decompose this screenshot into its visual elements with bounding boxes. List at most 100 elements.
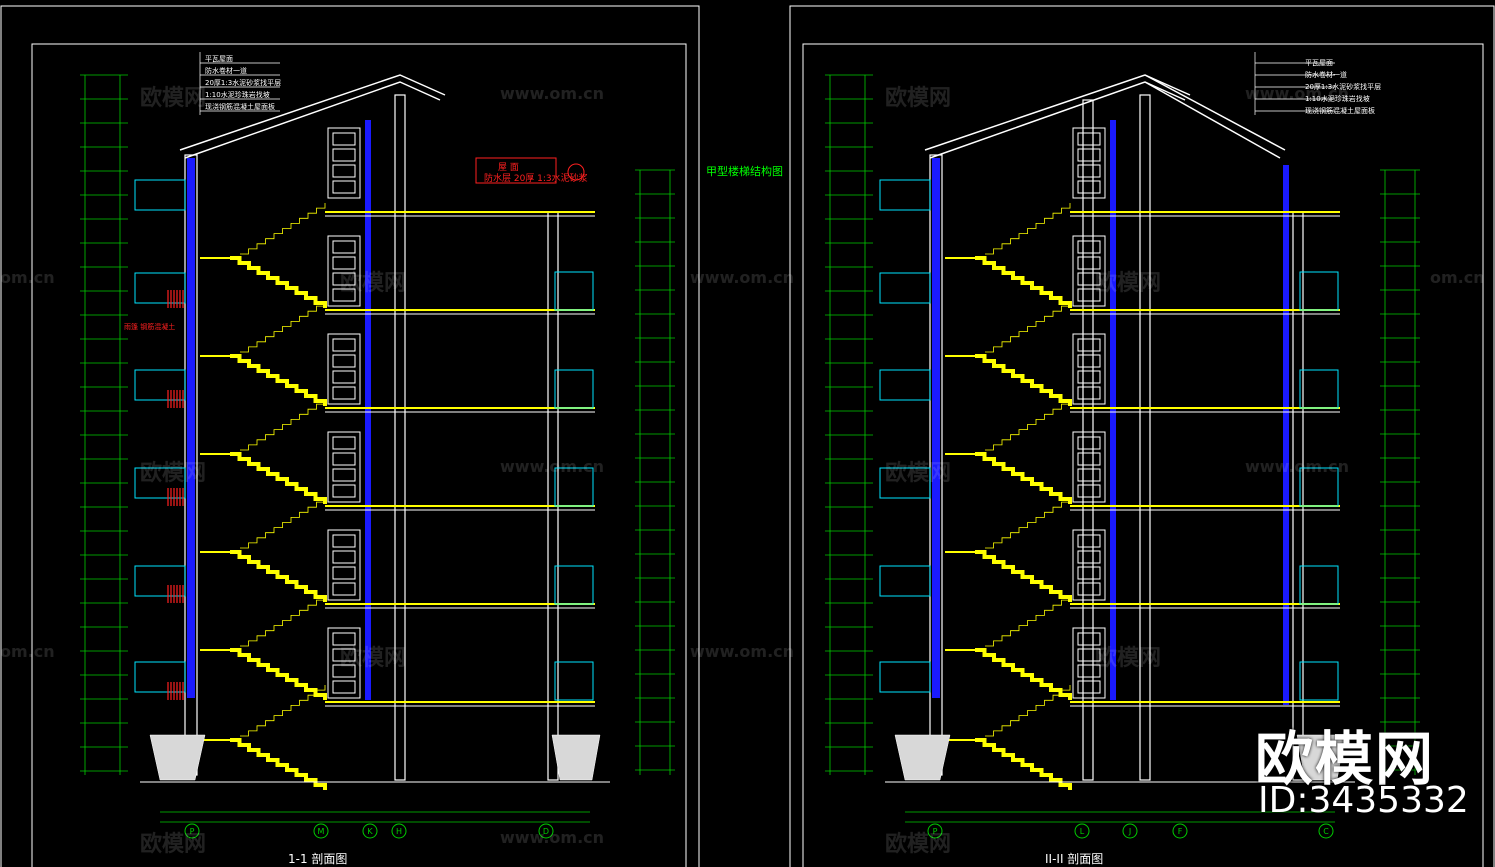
stair-flight — [230, 738, 327, 790]
stair-flight-outline — [985, 399, 1071, 451]
core-wall — [1139, 94, 1151, 781]
left-red-note-title: 屋 面 — [498, 163, 519, 173]
stair-flight-outline — [985, 685, 1071, 737]
stair-flight — [230, 550, 327, 602]
floor-slabs — [1070, 211, 1340, 703]
balcony — [554, 369, 594, 409]
door-panel — [1077, 132, 1101, 146]
door-panel — [1077, 240, 1101, 254]
door-panel — [332, 452, 356, 466]
balcony — [879, 272, 931, 304]
stair-flight-outline — [985, 301, 1071, 353]
door-panel — [1077, 370, 1101, 384]
window-strip — [1110, 120, 1116, 700]
balcony — [1299, 271, 1339, 311]
balcony — [879, 179, 931, 211]
door-panel — [332, 272, 356, 286]
stair-flight — [230, 452, 327, 504]
axis-bubble — [927, 823, 943, 839]
door-panel — [1077, 164, 1101, 178]
stair-flight — [975, 354, 1072, 406]
axis-label: P — [190, 827, 195, 836]
door — [1072, 529, 1106, 601]
door-panel — [1077, 256, 1101, 270]
axis-bubble — [184, 823, 200, 839]
stair-flight-outline — [240, 595, 326, 647]
door — [327, 127, 361, 199]
door-panel — [1077, 436, 1101, 450]
door-panel — [1077, 288, 1101, 302]
door-panel — [332, 468, 356, 482]
red-note-box — [475, 157, 557, 184]
balcony — [134, 272, 186, 304]
axis-bubble — [391, 823, 407, 839]
door — [327, 333, 361, 405]
balcony — [134, 369, 186, 401]
door-panel — [332, 534, 356, 548]
door-panel — [332, 386, 356, 400]
window-strip — [1283, 165, 1289, 705]
left-red-side-note: 雨篷 钢筋混凝土 — [124, 323, 176, 331]
stair-flight — [975, 452, 1072, 504]
door-panel — [1077, 566, 1101, 580]
roof-line — [179, 74, 446, 151]
door-panel — [1077, 354, 1101, 368]
door-panel — [1077, 632, 1101, 646]
foundations — [894, 734, 1346, 781]
stair-flight — [975, 256, 1072, 308]
core-wall-2 — [1082, 99, 1094, 781]
left-roof-note-5: 现浇钢筋混凝土屋面板 — [205, 103, 275, 111]
balcony — [134, 661, 186, 693]
axis-label: D — [543, 827, 549, 836]
balcony — [1299, 467, 1339, 507]
stair-flight-outline — [985, 497, 1071, 549]
dimension-lines — [80, 74, 675, 823]
door-panel — [1077, 484, 1101, 498]
door-panel — [1077, 338, 1101, 352]
balcony — [134, 467, 186, 499]
axis-bubble — [1074, 823, 1090, 839]
door — [1072, 127, 1106, 199]
door — [327, 431, 361, 503]
door-panel — [1077, 534, 1101, 548]
balcony — [554, 467, 594, 507]
door-panel — [332, 256, 356, 270]
door-panel — [332, 436, 356, 450]
door — [1072, 627, 1106, 699]
door-panel — [1077, 648, 1101, 662]
stair-flight-outline — [240, 203, 326, 255]
door-panel — [332, 566, 356, 580]
balcony — [1299, 565, 1339, 605]
door — [327, 627, 361, 699]
door-panel — [1077, 664, 1101, 678]
stairs — [945, 203, 1072, 790]
axis-label: K — [367, 827, 373, 836]
foundation — [551, 734, 601, 781]
stair-flight-outline — [985, 203, 1071, 255]
right-sheet-frame — [789, 5, 1495, 867]
left-section-drawing — [80, 52, 675, 823]
balcony — [134, 179, 186, 211]
window-strip — [365, 120, 371, 700]
stair-flight-outline — [240, 497, 326, 549]
balcony — [1299, 661, 1339, 701]
stair-flight — [975, 648, 1072, 700]
red-note-bubble — [567, 163, 585, 181]
balconies — [879, 179, 1339, 701]
right-roof-note-2: 防水卷材一道 — [1305, 71, 1347, 79]
door-panel — [1077, 582, 1101, 596]
window-strips — [932, 120, 1289, 705]
core-wall — [394, 94, 406, 781]
balcony — [879, 369, 931, 401]
foundation — [894, 734, 951, 781]
left-roof-note-3: 20厚1:3水泥砂浆找平层 — [205, 79, 282, 87]
floor-slabs-outline — [325, 215, 595, 707]
door-panel — [332, 164, 356, 178]
left-sheet-frame — [0, 5, 700, 867]
floor-slabs — [325, 211, 595, 703]
balcony — [1299, 369, 1339, 409]
axis-label: L — [1080, 827, 1085, 836]
door-panel — [332, 354, 356, 368]
stair-flight-outline — [240, 301, 326, 353]
balconies — [134, 179, 594, 701]
